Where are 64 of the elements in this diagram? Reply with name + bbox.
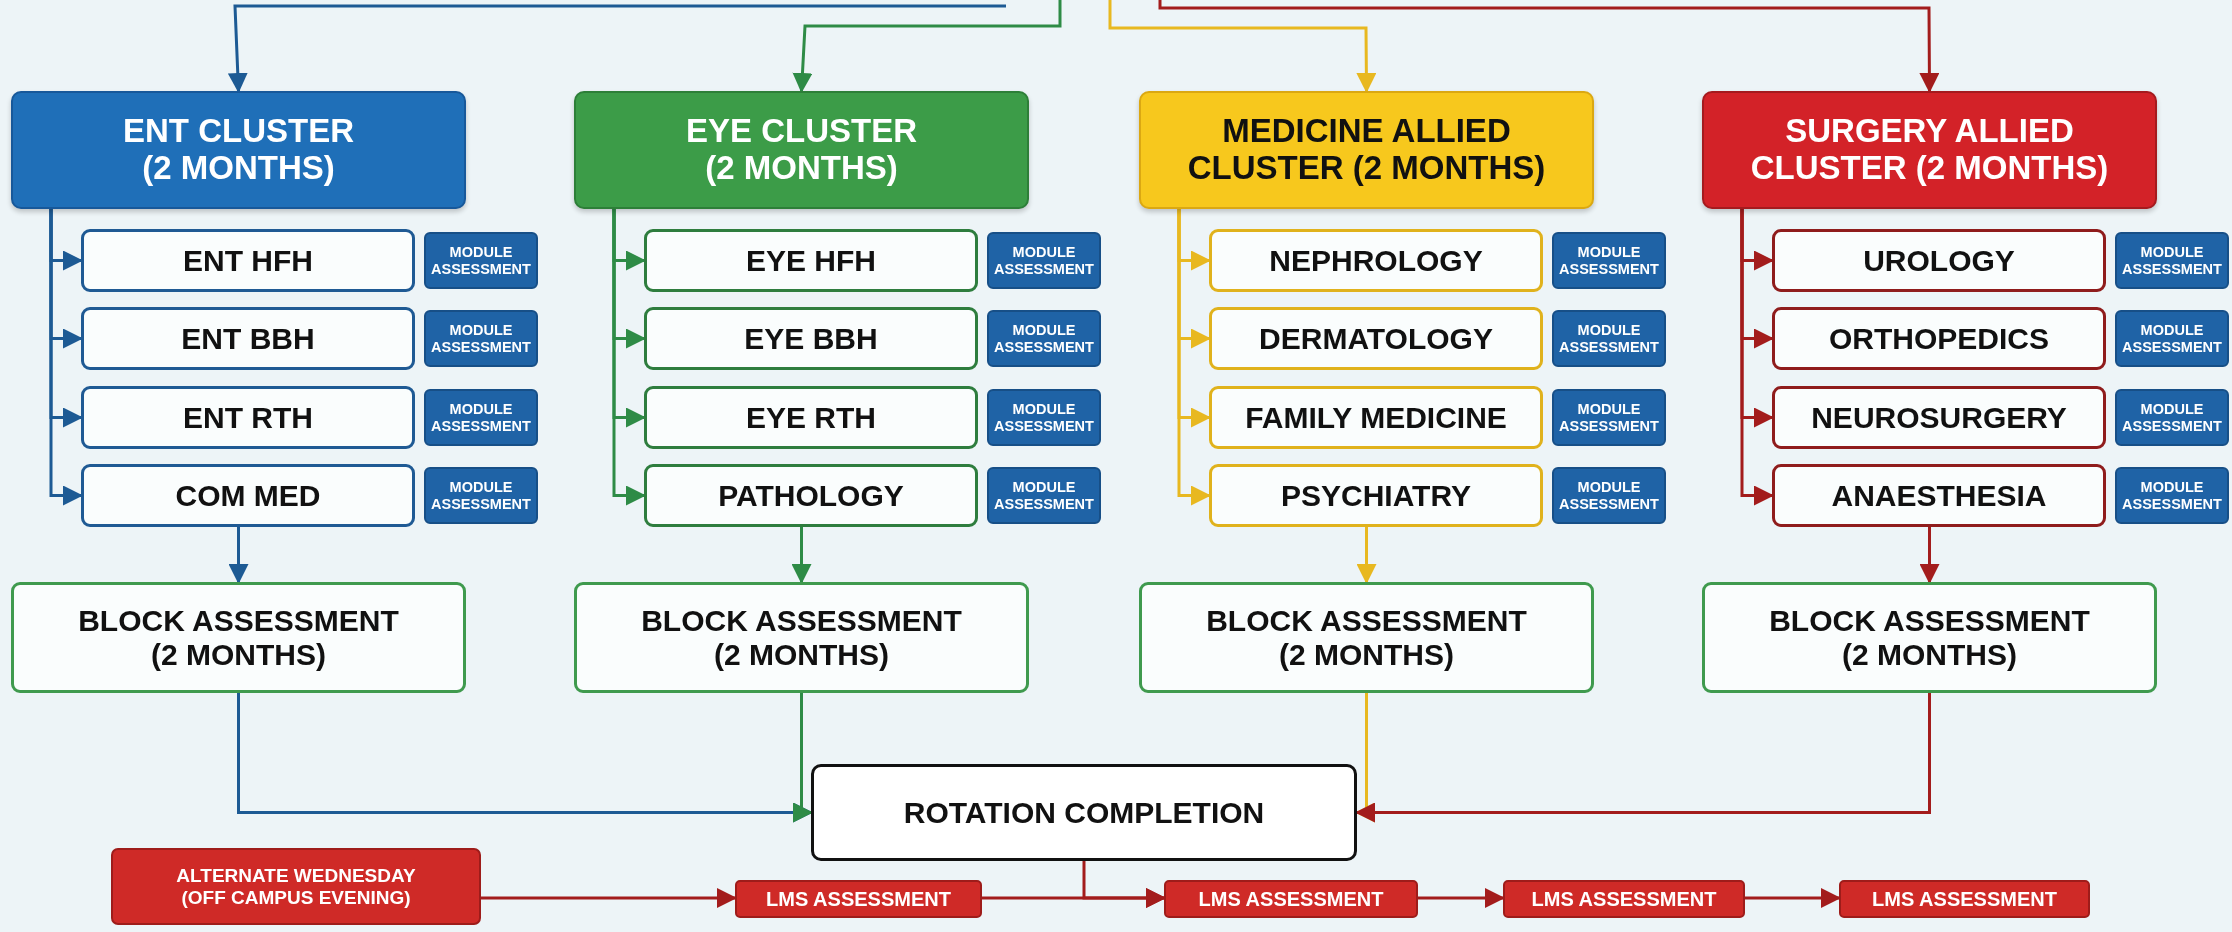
arrow bbox=[1082, 861, 1166, 908]
module-box: DERMATOLOGY bbox=[1209, 307, 1543, 370]
module-box: PSYCHIATRY bbox=[1209, 464, 1543, 527]
module-assessment-badge: MODULE ASSESSMENT bbox=[1552, 467, 1666, 524]
lms-assessment-box: LMS ASSESSMENT bbox=[1164, 880, 1418, 918]
alternate-wednesday-box: ALTERNATE WEDNESDAY (OFF CAMPUS EVENING) bbox=[111, 848, 481, 925]
lms-assessment-box: LMS ASSESSMENT bbox=[1839, 880, 2090, 918]
arrow bbox=[1356, 527, 1377, 584]
arrow bbox=[791, 527, 812, 584]
module-assessment-badge: MODULE ASSESSMENT bbox=[987, 310, 1101, 367]
module-assessment-badge: MODULE ASSESSMENT bbox=[424, 467, 538, 524]
module-assessment-badge: MODULE ASSESSMENT bbox=[424, 389, 538, 446]
arrow bbox=[228, 527, 249, 584]
module-box: ORTHOPEDICS bbox=[1772, 307, 2106, 370]
arrow bbox=[1919, 527, 1940, 584]
module-box: EYE HFH bbox=[644, 229, 978, 292]
module-assessment-badge: MODULE ASSESSMENT bbox=[987, 389, 1101, 446]
lms-assessment-box: LMS ASSESSMENT bbox=[735, 880, 982, 918]
cluster-header: EYE CLUSTER (2 MONTHS) bbox=[574, 91, 1029, 209]
module-box: EYE RTH bbox=[644, 386, 978, 449]
module-box: ANAESTHESIA bbox=[1772, 464, 2106, 527]
arrow bbox=[1355, 693, 1931, 823]
module-box: NEUROSURGERY bbox=[1772, 386, 2106, 449]
lms-assessment-box: LMS ASSESSMENT bbox=[1503, 880, 1745, 918]
cluster-header: ENT CLUSTER (2 MONTHS) bbox=[11, 91, 466, 209]
arrow bbox=[1740, 209, 1774, 506]
arrow bbox=[49, 209, 83, 506]
module-assessment-badge: MODULE ASSESSMENT bbox=[1552, 310, 1666, 367]
module-box: FAMILY MEDICINE bbox=[1209, 386, 1543, 449]
rotation-completion-box: ROTATION COMPLETION bbox=[811, 764, 1357, 861]
module-assessment-badge: MODULE ASSESSMENT bbox=[2115, 310, 2229, 367]
arrow bbox=[1158, 0, 1940, 93]
arrow bbox=[481, 888, 737, 908]
module-assessment-badge: MODULE ASSESSMENT bbox=[2115, 467, 2229, 524]
arrow bbox=[612, 209, 646, 506]
module-assessment-badge: MODULE ASSESSMENT bbox=[987, 467, 1101, 524]
arrow bbox=[793, 693, 813, 823]
arrow bbox=[1108, 0, 1377, 93]
arrow bbox=[1418, 888, 1505, 908]
module-box: EYE BBH bbox=[644, 307, 978, 370]
module-assessment-badge: MODULE ASSESSMENT bbox=[2115, 232, 2229, 289]
arrow bbox=[792, 0, 1062, 93]
module-assessment-badge: MODULE ASSESSMENT bbox=[1552, 389, 1666, 446]
block-assessment-box: BLOCK ASSESSMENT (2 MONTHS) bbox=[1702, 582, 2157, 693]
arrow bbox=[227, 4, 1006, 93]
arrow bbox=[1177, 209, 1211, 506]
module-assessment-badge: MODULE ASSESSMENT bbox=[1552, 232, 1666, 289]
module-box: UROLOGY bbox=[1772, 229, 2106, 292]
block-assessment-box: BLOCK ASSESSMENT (2 MONTHS) bbox=[574, 582, 1029, 693]
module-assessment-badge: MODULE ASSESSMENT bbox=[987, 232, 1101, 289]
cluster-header: SURGERY ALLIED CLUSTER (2 MONTHS) bbox=[1702, 91, 2157, 209]
module-assessment-badge: MODULE ASSESSMENT bbox=[424, 232, 538, 289]
module-assessment-badge: MODULE ASSESSMENT bbox=[424, 310, 538, 367]
arrow bbox=[1745, 888, 1841, 908]
cluster-header: MEDICINE ALLIED CLUSTER (2 MONTHS) bbox=[1139, 91, 1594, 209]
module-box: COM MED bbox=[81, 464, 415, 527]
module-box: ENT BBH bbox=[81, 307, 415, 370]
module-box: ENT RTH bbox=[81, 386, 415, 449]
block-assessment-box: BLOCK ASSESSMENT (2 MONTHS) bbox=[1139, 582, 1594, 693]
module-box: NEPHROLOGY bbox=[1209, 229, 1543, 292]
block-assessment-box: BLOCK ASSESSMENT (2 MONTHS) bbox=[11, 582, 466, 693]
module-box: PATHOLOGY bbox=[644, 464, 978, 527]
module-box: ENT HFH bbox=[81, 229, 415, 292]
module-assessment-badge: MODULE ASSESSMENT bbox=[2115, 389, 2229, 446]
